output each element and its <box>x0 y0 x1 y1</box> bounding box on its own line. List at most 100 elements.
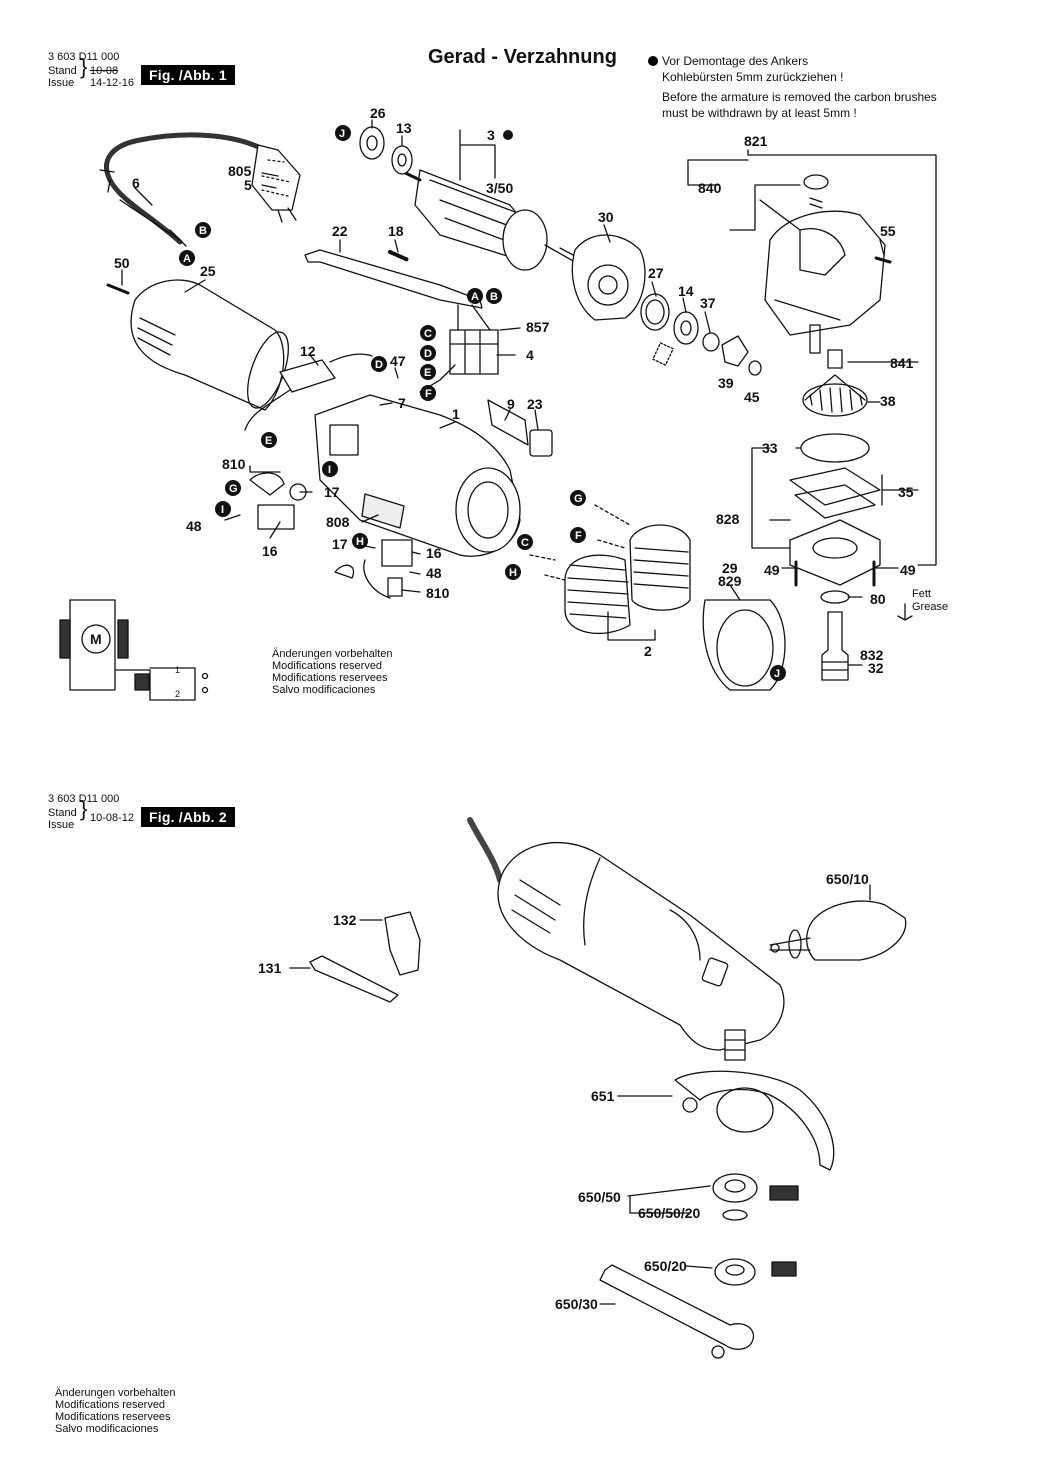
switch-pin-label: 2 <box>175 689 180 699</box>
marker-e: E <box>424 367 431 379</box>
brush-holder-icon <box>249 472 285 496</box>
marker-a: A <box>183 253 191 265</box>
part-label: 828 <box>716 511 740 527</box>
part-label: 832 <box>860 647 884 663</box>
part-label: 16 <box>262 543 278 559</box>
part-label: 1 <box>452 406 460 422</box>
marker-i: I <box>328 464 331 476</box>
part-label: 13 <box>396 120 412 136</box>
capacitor-icon <box>279 359 336 393</box>
mod-line: Modifications reserved <box>272 660 383 672</box>
part-label: 651 <box>591 1088 615 1104</box>
grease-label-en: Grease <box>912 601 948 613</box>
part-label: 840 <box>698 180 722 196</box>
part-label: 131 <box>258 960 282 976</box>
pinion-icon <box>721 335 749 367</box>
mod-line: Salvo modificaciones <box>272 684 376 696</box>
note-de-line-1: Vor Demontage des Ankers <box>662 54 809 68</box>
doc-number-2: 3 603 D11 000 <box>48 793 120 805</box>
page-title: Gerad - Verzahnung <box>428 46 617 68</box>
marker-h: H <box>356 536 364 548</box>
mod-line: Modifications reservees <box>272 672 388 684</box>
part-label: 132 <box>333 912 357 928</box>
mod-line: Salvo modificaciones <box>55 1423 159 1435</box>
cap-icon <box>803 174 829 190</box>
motor-schematic <box>59 599 209 701</box>
power-cord-strain <box>99 169 115 193</box>
part-label: 37 <box>700 295 716 311</box>
marker-e: E <box>265 435 272 447</box>
issue-date-1: 14-12-16 <box>90 77 135 89</box>
part-label: 7 <box>398 395 406 411</box>
motor-symbol: M <box>90 631 102 647</box>
switch-block-icon <box>449 329 499 375</box>
grinder-body-icon <box>467 817 785 1061</box>
marker-f: F <box>425 388 432 400</box>
stand-label-1: Stand <box>48 65 77 77</box>
part-label: 4 <box>526 347 534 363</box>
part-label: 650/50/20 <box>638 1205 700 1221</box>
brace-1: } <box>80 54 88 79</box>
stand-old-1: 10-08 <box>90 65 119 77</box>
bearing-icon <box>391 145 413 175</box>
part-label: 18 <box>388 223 404 239</box>
part-label: 808 <box>326 514 350 530</box>
guard-icon <box>702 599 786 691</box>
mod-line: Änderungen vorbehalten <box>55 1387 176 1399</box>
part-label: 39 <box>718 375 734 391</box>
mod-line: Modifications reservees <box>55 1411 171 1423</box>
marker-a: A <box>471 291 479 303</box>
marker-c: C <box>521 537 529 549</box>
brace-2: } <box>80 796 88 821</box>
bracket-icon <box>384 911 421 976</box>
part-label: 650/30 <box>555 1296 598 1312</box>
part-label: 829 <box>718 573 742 589</box>
part-label: 47 <box>390 353 406 369</box>
marker-g: G <box>574 493 583 505</box>
marker-b: B <box>199 225 207 237</box>
part-label: 857 <box>526 319 550 335</box>
part-label: 48 <box>186 518 202 534</box>
part-label: 17 <box>324 484 340 500</box>
motor-housing-icon <box>130 279 289 411</box>
modifications-1: Änderungen vorbehalten Modifications res… <box>272 648 392 696</box>
field-housing-icon <box>314 394 521 557</box>
part-label: 23 <box>527 396 543 412</box>
bevel-gear-icon <box>802 383 868 417</box>
note-block: Vor Demontage des Ankers Kohlebürsten 5m… <box>648 53 937 121</box>
part-label: 35 <box>898 484 914 500</box>
marker-j: J <box>339 128 345 140</box>
part-label: 14 <box>678 283 694 299</box>
marker-f: F <box>575 530 582 542</box>
part-label: 3/50 <box>486 180 513 196</box>
hex-key-icon <box>309 955 399 1003</box>
marker-d: D <box>375 359 383 371</box>
part-label: 49 <box>900 562 916 578</box>
part-label: 80 <box>870 591 886 607</box>
part-label: 49 <box>764 562 780 578</box>
part-label: 33 <box>762 440 778 456</box>
flange-icon <box>712 1173 758 1203</box>
part-label: 45 <box>744 389 760 405</box>
part-label: 17 <box>332 536 348 552</box>
power-cord <box>104 132 271 245</box>
note-en-line-2: must be withdrawn by at least 5mm ! <box>662 106 857 120</box>
spanner-icon <box>599 1264 755 1350</box>
bearing-icon <box>673 311 699 345</box>
fig-badge-2: Fig. /Abb. 2 <box>141 807 235 827</box>
fig-badge-1: Fig. /Abb. 1 <box>141 65 235 85</box>
side-handle-icon <box>769 900 907 961</box>
note-de-line-2: Kohlebürsten 5mm zurückziehen ! <box>662 70 844 84</box>
issue-label-2: Issue <box>48 819 75 831</box>
switch-icon <box>529 429 553 457</box>
marker-i: I <box>221 504 224 516</box>
part-label: 805 <box>228 163 252 179</box>
flange-icon <box>789 519 881 586</box>
part-label: 16 <box>426 545 442 561</box>
part-label: 38 <box>880 393 896 409</box>
part-label: 821 <box>744 133 768 149</box>
part-label: 25 <box>200 263 216 279</box>
part-label: 26 <box>370 105 386 121</box>
gear-housing-icon <box>764 210 886 336</box>
switch-pin-label: 1 <box>175 665 180 675</box>
